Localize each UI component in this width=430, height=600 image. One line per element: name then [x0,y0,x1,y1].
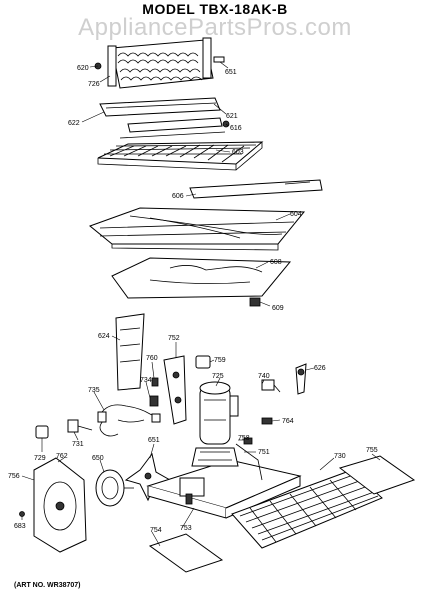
condenser-coil[interactable] [231,469,383,549]
leader-lines [21,61,381,547]
screw-683[interactable] [19,511,25,517]
part-label[interactable]: 740 [258,373,270,380]
evaporator-coil[interactable] [107,37,214,89]
evaporator-cover-grille[interactable] [97,141,264,171]
motor-bracket[interactable] [163,355,187,425]
part-label[interactable]: 651 [225,69,237,76]
part-label[interactable]: 759 [214,357,226,364]
evaporator-panel[interactable] [189,179,323,199]
part-label[interactable]: 624 [98,333,110,340]
compartment-floor[interactable] [89,207,306,251]
fan-housing[interactable] [33,457,87,553]
part-label[interactable]: 731 [72,441,84,448]
fan-shroud[interactable] [115,313,145,391]
part-label[interactable]: 609 [272,305,284,312]
model-title: MODEL TBX-18AK-B [142,1,288,17]
drip-tray[interactable] [111,257,292,299]
part-label[interactable]: 725 [212,373,224,380]
part-label[interactable]: 764 [282,418,294,425]
part-label[interactable]: 604 [290,211,302,218]
part-label[interactable]: 762 [56,453,68,460]
part-label[interactable]: 751 [258,449,270,456]
part-label[interactable]: 616 [230,125,242,132]
defrost-heater-bracket[interactable] [119,117,230,139]
part-label[interactable]: 758 [238,435,250,442]
part-label[interactable]: 683 [14,523,26,530]
part-label[interactable]: 606 [172,193,184,200]
part-label[interactable]: 621 [226,113,238,120]
thermostat-part[interactable] [261,379,281,393]
cover-plate-754[interactable] [148,533,224,573]
drain-fitting[interactable] [249,297,261,307]
part-label[interactable]: 608 [270,259,282,266]
sensor-764[interactable] [261,417,273,425]
part-label[interactable]: 651 [148,437,160,444]
part-label[interactable]: 735 [88,387,100,394]
wiring-harness[interactable] [97,404,161,437]
part-label[interactable]: 650 [92,455,104,462]
drain-trough[interactable] [99,97,221,117]
part-labels: 620 726 651 621 622 616 603 606 604 608 … [8,65,378,534]
part-label[interactable]: 620 [77,65,89,72]
part-label[interactable]: 752 [168,335,180,342]
part-label[interactable]: 755 [366,447,378,454]
part-758[interactable] [243,437,253,445]
part-label[interactable]: 754 [150,527,162,534]
part-label[interactable]: 726 [88,81,100,88]
part-label[interactable]: 756 [8,473,20,480]
part-label[interactable]: 734 [140,377,152,384]
part-label[interactable]: 622 [68,120,80,127]
part-label[interactable]: 729 [34,455,46,462]
part-label[interactable]: 626 [314,365,326,372]
capacitor[interactable] [195,355,211,369]
mount-751[interactable] [235,443,263,481]
overload-protector[interactable] [149,395,159,407]
art-number: (ART NO. WR38707) [14,582,81,589]
part-label[interactable]: 753 [180,525,192,532]
connector-731[interactable] [67,419,93,433]
relay-part[interactable] [151,377,159,387]
base-frame[interactable] [146,459,302,519]
part-label[interactable]: 760 [146,355,158,362]
compressor-mount[interactable] [191,447,239,467]
fan-motor[interactable] [95,469,134,507]
part-label[interactable]: 603 [232,149,244,156]
part-729[interactable] [35,425,49,439]
cover-plate-755[interactable] [338,455,416,495]
compressor-motor[interactable] [199,381,239,445]
damper-control[interactable] [295,363,307,395]
part-label[interactable]: 730 [334,453,346,460]
